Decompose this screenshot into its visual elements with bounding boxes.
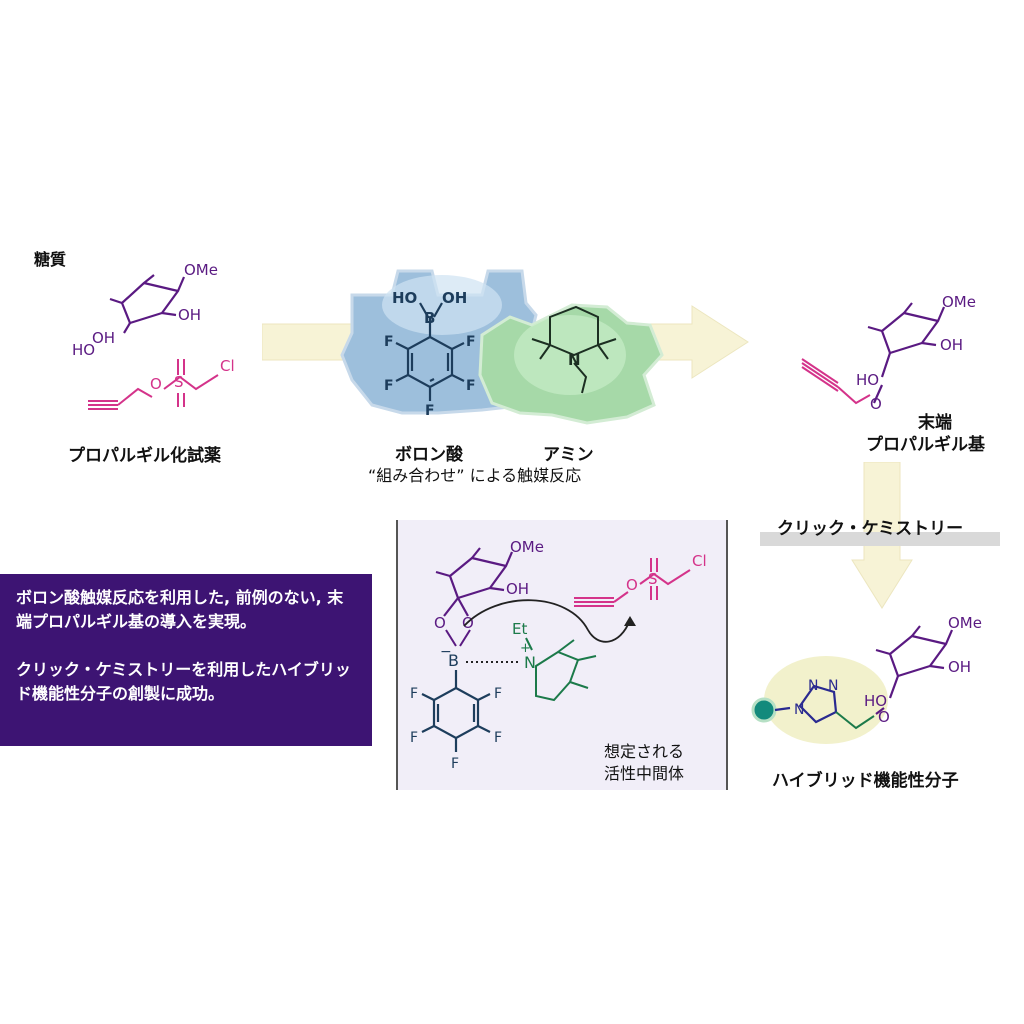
summary-paragraph-2: クリック・ケミストリーを利用したハイブリッド機能性分子の創製に成功。 (16, 660, 351, 703)
reagent-s: S (174, 373, 184, 391)
reagent-structure: O S Cl (88, 357, 235, 410)
int-reagent-s: S (648, 570, 658, 588)
product-label-line2: プロパルギル基 (866, 435, 985, 455)
catalysis-caption: “組み合わせ” による触媒反応 (368, 466, 582, 485)
sugar-structure: OMe OH HO OH (72, 261, 218, 359)
int-oh: OH (506, 580, 529, 598)
boronic-f2: F (466, 334, 476, 350)
boronic-b: B (424, 309, 435, 327)
reagent-cl: Cl (220, 357, 235, 375)
boronic-f3: F (384, 378, 394, 394)
boronic-acid-label: ボロン酸 (395, 445, 463, 465)
boronic-oh: OH (442, 289, 467, 307)
reagent-o: O (150, 375, 162, 393)
int-f4: F (494, 730, 502, 746)
int-f2: F (494, 686, 502, 702)
intermediate-caption-line2: 活性中間体 (604, 764, 685, 783)
sugar-ho: HO (72, 341, 95, 359)
triazole-n1: N (794, 702, 804, 718)
int-et: Et (512, 620, 527, 638)
int-reagent-cl: Cl (692, 552, 707, 570)
int-o1: O (434, 614, 446, 632)
product-ho: HO (856, 371, 879, 389)
hybrid-ho: HO (864, 692, 887, 710)
click-label-underline (760, 532, 1000, 546)
amine-label: アミン (543, 445, 594, 465)
product-oh: OH (940, 336, 963, 354)
int-reagent-o: O (626, 576, 638, 594)
int-plus: + (520, 641, 531, 656)
hybrid-oh: OH (948, 658, 971, 676)
int-b: B (448, 651, 459, 670)
sugar-oh: OH (178, 306, 201, 324)
intermediate-box (396, 520, 728, 790)
reagent-label: プロパルギル化試薬 (68, 446, 221, 466)
boronic-f1: F (384, 334, 394, 350)
product-structure: OMe OH HO O (801, 293, 976, 413)
triazole-n3: N (828, 678, 838, 694)
int-minus: − (440, 644, 452, 660)
int-f5: F (451, 756, 459, 772)
product-ome: OMe (942, 293, 976, 311)
int-ome: OMe (510, 538, 544, 556)
boronic-f5: F (425, 403, 435, 419)
sugar-ome: OMe (184, 261, 218, 279)
triazole-n2: N (808, 678, 818, 694)
hybrid-label: ハイブリッド機能性分子 (772, 771, 959, 791)
boronic-ho: HO (392, 289, 417, 307)
hybrid-o: O (878, 708, 890, 726)
boronic-f4: F (466, 378, 476, 394)
hybrid-ome: OMe (948, 614, 982, 632)
hybrid-structure: N N N OMe OH HO O (751, 614, 982, 744)
int-n: N (524, 653, 536, 672)
amine-n: N (568, 351, 581, 369)
product-o: O (870, 395, 882, 413)
summary-paragraph-1: ボロン酸触媒反応を利用した, 前例のない, 末端プロパルギル基の導入を実現。 (16, 588, 344, 631)
click-label: クリック・ケミストリー (777, 519, 964, 539)
catalyst-gears: HO OH B F F F F F N (340, 269, 664, 425)
intermediate-structure: OMe OH O O B − F F F F F N + Et O S Cl (410, 538, 707, 772)
sugar-oh2: OH (92, 329, 115, 347)
int-f3: F (410, 730, 418, 746)
int-f1: F (410, 686, 418, 702)
sugar-label: 糖質 (34, 250, 67, 269)
summary-box: ボロン酸触媒反応を利用した, 前例のない, 末端プロパルギル基の導入を実現。 ク… (0, 574, 372, 746)
product-label-line1: 末端 (918, 413, 952, 433)
intermediate-caption-line1: 想定される (604, 742, 685, 761)
